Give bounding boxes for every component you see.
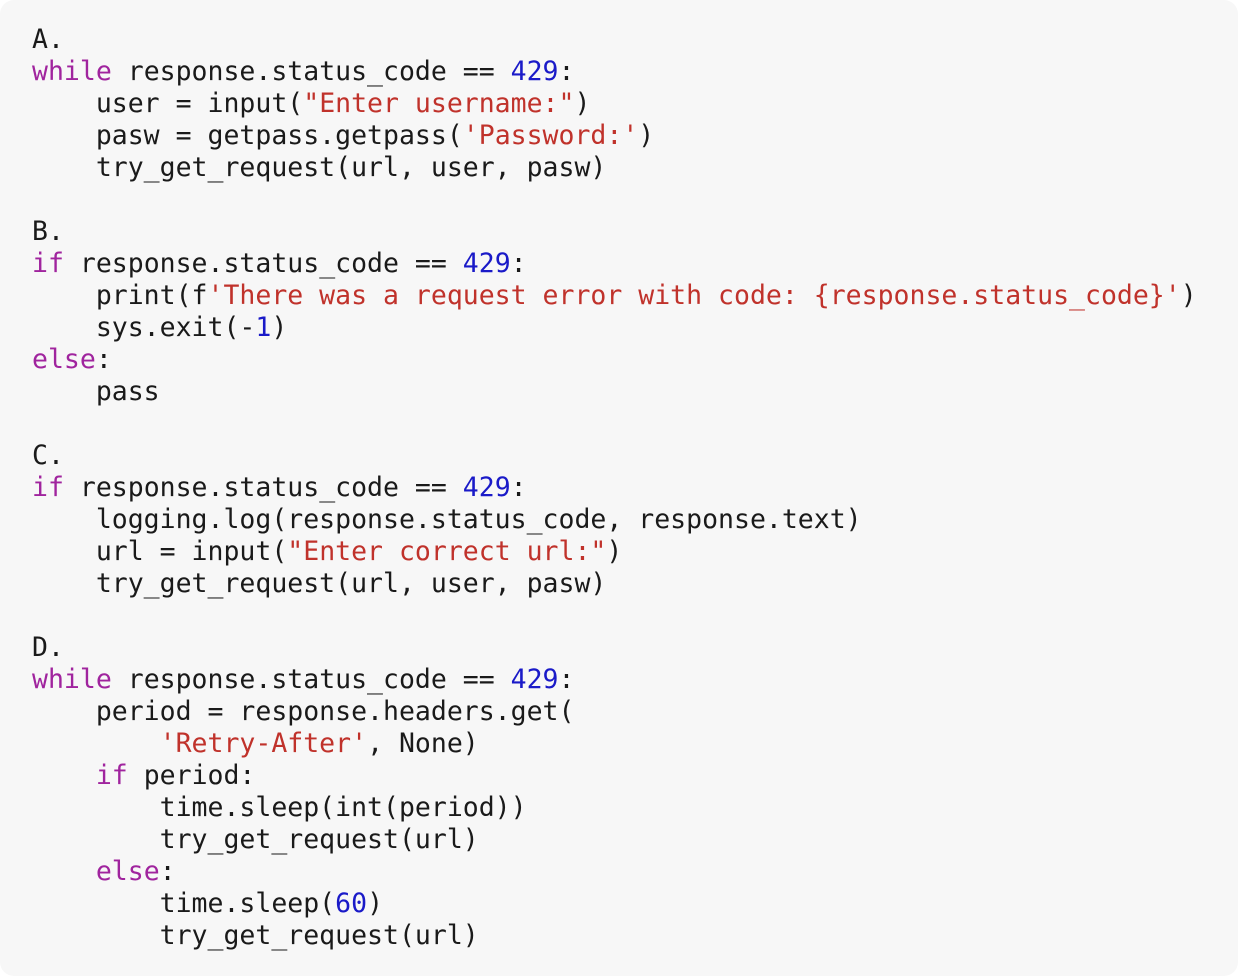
code-line: A. [32,24,1238,56]
code-text: ) [574,88,591,119]
code-text: ) [638,120,655,151]
code-line: if response.status_code == 429: [32,472,1238,504]
code-line: else: [32,856,1238,888]
code-line [32,600,1238,632]
code-text [32,728,160,759]
code-number: 429 [510,664,559,695]
code-text: B. [32,216,64,247]
code-keyword: else [95,856,160,887]
code-line: B. [32,216,1238,248]
code-line: logging.log(response.status_code, respon… [32,504,1238,536]
code-text: time.sleep(int(period)) [32,792,527,823]
code-line: C. [32,440,1238,472]
code-line: url = input("Enter correct url:") [32,536,1238,568]
code-string: 'There was a request error with code: {r… [207,280,1181,311]
code-line: period = response.headers.get( [32,696,1238,728]
code-text: logging.log(response.status_code, respon… [32,504,862,535]
code-text: : [510,248,527,279]
code-number: 60 [335,888,368,919]
code-text: period: [127,760,256,791]
code-line: if period: [32,760,1238,792]
code-text: response.status_code == [111,664,511,695]
code-string: 'Retry-After' [159,728,368,759]
code-line: try_get_request(url) [32,920,1238,952]
code-text: A. [32,24,64,55]
code-line: while response.status_code == 429: [32,56,1238,88]
code-text: pasw = getpass.getpass( [32,120,463,151]
code-text: D. [32,632,64,663]
code-text: sys.exit(- [32,312,256,343]
code-text: : [159,856,176,887]
code-text: response.status_code == [111,56,511,87]
code-number: 429 [510,56,559,87]
code-number: 1 [255,312,272,343]
code-keyword: if [95,760,128,791]
code-text: try_get_request(url) [32,920,479,951]
code-string: "Enter username:" [303,88,575,119]
code-keyword: else [32,344,96,375]
code-text: try_get_request(url, user, pasw) [32,568,607,599]
code-text: print(f [32,280,208,311]
code-text: ) [367,888,384,919]
code-keyword: if [32,248,64,279]
code-text: C. [32,440,64,471]
code-line: if response.status_code == 429: [32,248,1238,280]
code-text: try_get_request(url, user, pasw) [32,152,607,183]
code-text: url = input( [32,536,288,567]
code-text: ) [606,536,623,567]
code-line [32,408,1238,440]
code-text: response.status_code == [63,248,463,279]
code-keyword: if [32,472,64,503]
code-text: : [510,472,527,503]
code-text: response.status_code == [63,472,463,503]
code-text: user = input( [32,88,304,119]
code-text: : [558,664,575,695]
code-line: try_get_request(url, user, pasw) [32,152,1238,184]
code-text: time.sleep( [32,888,336,919]
code-number: 429 [462,248,511,279]
code-text: try_get_request(url) [32,824,479,855]
code-line: else: [32,344,1238,376]
code-text: , None) [367,728,479,759]
code-line: time.sleep(60) [32,888,1238,920]
code-keyword: while [32,664,112,695]
code-line: try_get_request(url, user, pasw) [32,568,1238,600]
code-keyword: while [32,56,112,87]
code-line: time.sleep(int(period)) [32,792,1238,824]
code-text: : [558,56,575,87]
code-line: pasw = getpass.getpass('Password:') [32,120,1238,152]
code-line: pass [32,376,1238,408]
code-text: period = response.headers.get( [32,696,575,727]
code-line: print(f'There was a request error with c… [32,280,1238,312]
code-line [32,184,1238,216]
code-text: ) [1180,280,1197,311]
code-number: 429 [462,472,511,503]
code-line: 'Retry-After', None) [32,728,1238,760]
code-text [32,856,96,887]
code-string: 'Password:' [462,120,639,151]
code-line: while response.status_code == 429: [32,664,1238,696]
code-line: user = input("Enter username:") [32,88,1238,120]
code-line: D. [32,632,1238,664]
code-text [32,760,96,791]
code-line: sys.exit(-1) [32,312,1238,344]
code-block: A.while response.status_code == 429: use… [32,24,1238,952]
code-text: ) [271,312,288,343]
code-text: : [95,344,112,375]
code-text: pass [32,376,160,407]
code-string: "Enter correct url:" [287,536,607,567]
code-line: try_get_request(url) [32,824,1238,856]
